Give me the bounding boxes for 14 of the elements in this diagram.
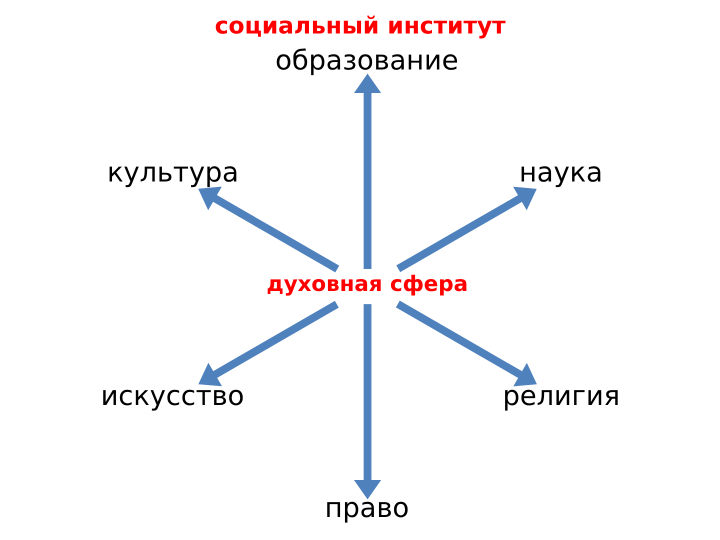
diagram-title: социальный институт <box>214 12 506 40</box>
node-text: духовная сфера <box>266 272 468 297</box>
arrow <box>198 186 339 272</box>
node-text: наука <box>518 157 602 188</box>
node-text: культура <box>106 157 238 188</box>
node-text: религия <box>502 381 620 412</box>
arrow <box>395 300 536 386</box>
arrow <box>353 74 381 269</box>
arrow <box>198 300 338 386</box>
node-text: образование <box>274 45 458 76</box>
node-text: право <box>324 493 409 524</box>
arrow <box>353 304 381 500</box>
arrow <box>396 186 536 272</box>
node-text: искусство <box>100 381 244 412</box>
